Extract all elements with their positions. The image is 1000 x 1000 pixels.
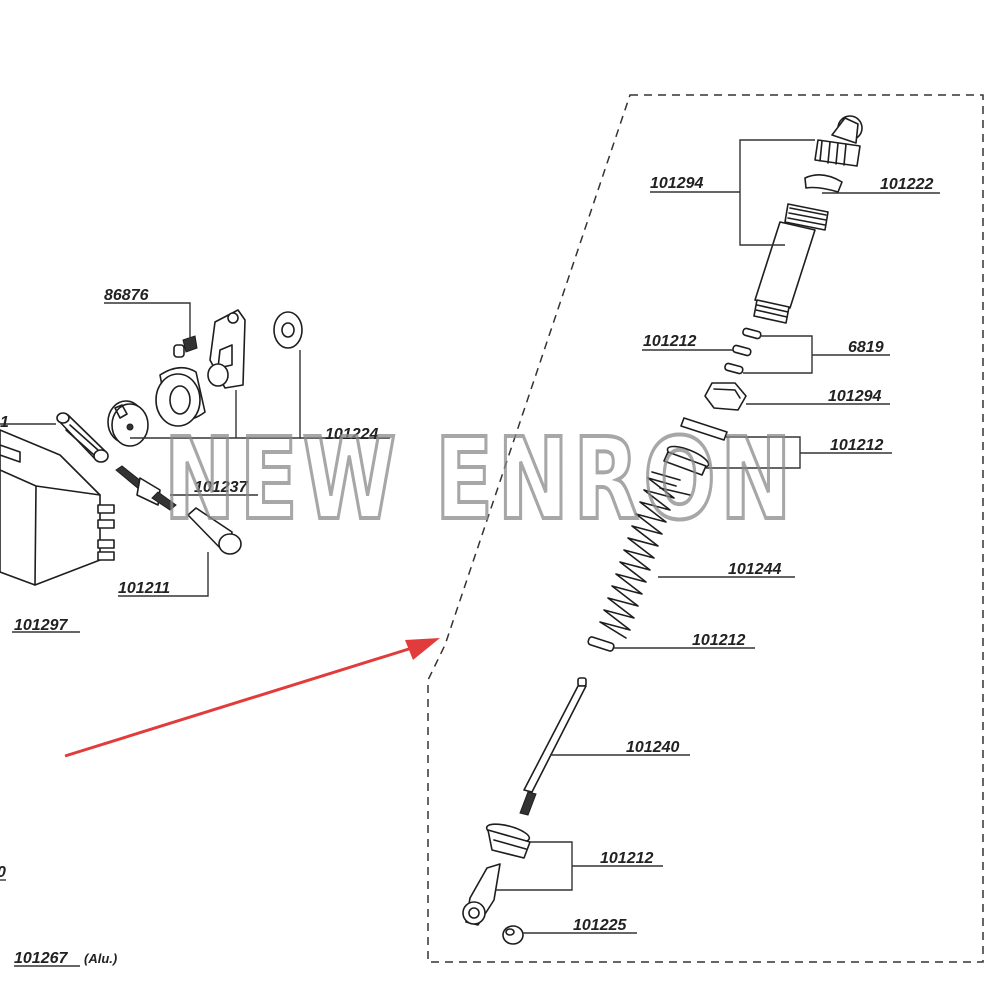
shock-cup-101222 bbox=[804, 174, 843, 193]
label-cut-0: 0 bbox=[0, 864, 6, 881]
shock-body bbox=[753, 203, 829, 324]
label-101212-b: 101212 bbox=[830, 437, 883, 454]
label-101294-top: 101294 bbox=[650, 175, 703, 192]
ball-link-101211 bbox=[187, 507, 242, 555]
shock-leader-lines bbox=[496, 139, 940, 934]
label-101225: 101225 bbox=[573, 917, 627, 934]
watermark-logo: NEW ENRON bbox=[164, 415, 796, 545]
shock-detail-frame bbox=[427, 94, 984, 963]
servo-saver-disc bbox=[107, 400, 149, 447]
label-101244: 101244 bbox=[728, 561, 781, 578]
label-86876: 86876 bbox=[104, 287, 149, 304]
rod-end-bushing-101212 bbox=[485, 823, 531, 859]
servo-block-101297 bbox=[0, 429, 115, 586]
red-pointer-arrow bbox=[64, 638, 440, 758]
servo-horn-101224 bbox=[207, 309, 246, 389]
label-101294-nut: 101294 bbox=[828, 388, 881, 405]
label-cut-1: 1 bbox=[0, 414, 9, 431]
label-101297: 101297 bbox=[14, 617, 68, 634]
label-101267-note: (Alu.) bbox=[84, 951, 117, 966]
screw-86876 bbox=[173, 335, 198, 358]
coil-spring-101244 bbox=[599, 471, 691, 639]
label-101224: 101224 bbox=[325, 426, 378, 443]
servo-saver-spline bbox=[56, 412, 109, 463]
shock-shaft-101240 bbox=[519, 677, 587, 816]
label-101240: 101240 bbox=[626, 739, 679, 756]
shock-top-cap bbox=[814, 115, 863, 167]
label-101212-a: 101212 bbox=[643, 333, 696, 350]
label-101267: 101267 bbox=[14, 950, 68, 967]
label-101212-c: 101212 bbox=[692, 632, 745, 649]
label-101211: 101211 bbox=[118, 580, 170, 597]
washer-101224 bbox=[273, 311, 303, 349]
ball-101225 bbox=[502, 925, 524, 945]
threaded-rod-101237 bbox=[115, 465, 177, 511]
label-101222: 101222 bbox=[880, 176, 933, 193]
servo-saver-collar bbox=[155, 366, 206, 427]
hex-nut-101294 bbox=[704, 382, 747, 411]
label-6819: 6819 bbox=[848, 339, 884, 356]
rod-end bbox=[462, 863, 501, 926]
spring-seat-101212 bbox=[663, 445, 710, 476]
spacer-101212 bbox=[587, 636, 615, 652]
label-101212-d: 101212 bbox=[600, 850, 653, 867]
o-rings-6819 bbox=[724, 327, 762, 375]
label-101237: 101237 bbox=[194, 479, 248, 496]
left-leader-lines bbox=[0, 302, 390, 967]
flat-plate-101212 bbox=[680, 417, 728, 441]
